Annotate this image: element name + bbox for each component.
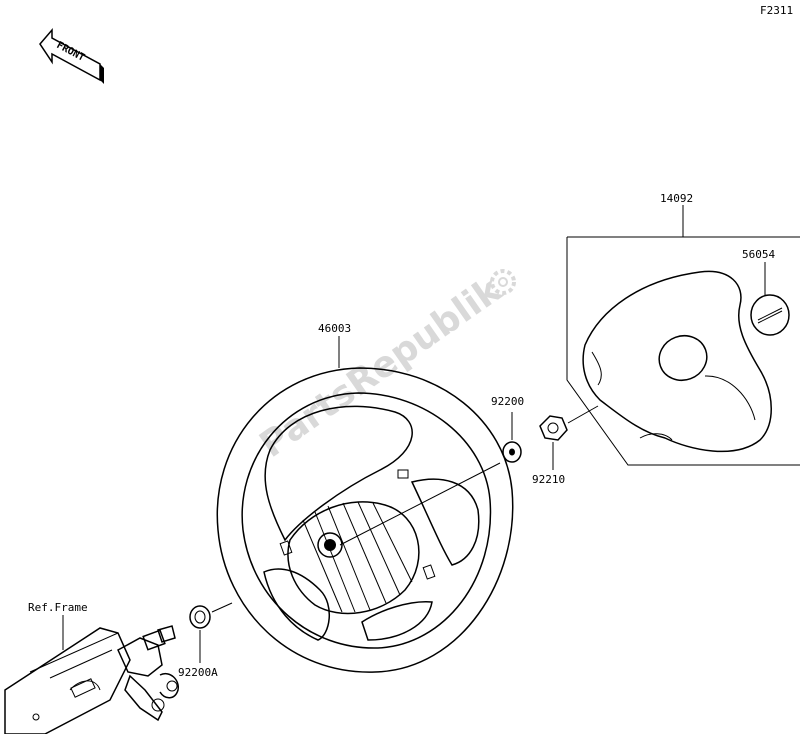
watermark: PartsRepublik bbox=[253, 269, 510, 466]
label-56054: 56054 bbox=[742, 248, 775, 261]
steering-column bbox=[4, 625, 179, 734]
horn-pad-cover bbox=[582, 270, 772, 453]
washer-92200a bbox=[189, 605, 211, 629]
label-92200: 92200 bbox=[491, 395, 524, 408]
label-ref-frame: Ref.Frame bbox=[28, 601, 88, 614]
washer-92200 bbox=[502, 441, 522, 463]
cover-assembly-box bbox=[566, 205, 800, 466]
label-92210: 92210 bbox=[532, 473, 565, 486]
label-92200a: 92200A bbox=[178, 666, 218, 679]
hub-ribs bbox=[302, 501, 413, 613]
svg-text:PartsRepublik: PartsRepublik bbox=[253, 269, 510, 466]
front-arrow-icon: FRONT bbox=[39, 27, 104, 84]
emblem bbox=[750, 294, 790, 336]
nut-92210 bbox=[539, 415, 568, 441]
steering-wheel bbox=[216, 367, 514, 673]
label-14092: 14092 bbox=[660, 192, 693, 205]
figure-code: F2311 bbox=[760, 4, 793, 17]
gear-icon bbox=[490, 269, 516, 295]
label-46003: 46003 bbox=[318, 322, 351, 335]
